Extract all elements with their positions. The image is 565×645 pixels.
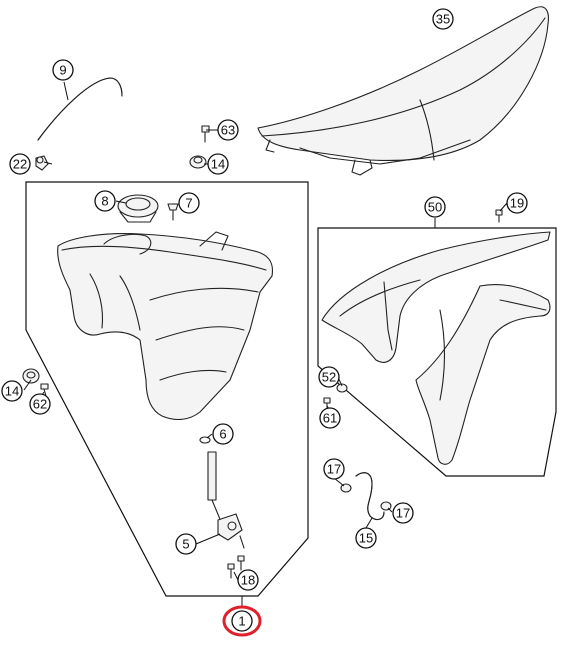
spoiler-left-part[interactable]: [321, 231, 551, 363]
callout-35[interactable]: 35: [432, 8, 454, 30]
svg-text:14: 14: [5, 384, 19, 399]
svg-text:5: 5: [182, 537, 189, 552]
elbow-fitting-part[interactable]: [35, 155, 49, 171]
svg-text:62: 62: [33, 397, 47, 412]
svg-text:22: 22: [13, 157, 27, 172]
callout-14-top[interactable]: 14: [207, 153, 229, 175]
svg-text:8: 8: [101, 194, 108, 209]
callout-18[interactable]: 18: [237, 569, 259, 591]
callout-8[interactable]: 8: [94, 190, 116, 212]
svg-text:63: 63: [221, 123, 235, 138]
fuel-hose-part[interactable]: [355, 472, 385, 521]
o-ring-6-part[interactable]: [199, 436, 211, 444]
callout-9[interactable]: 9: [52, 59, 74, 81]
callout-5[interactable]: 5: [175, 533, 197, 555]
screws-18-part[interactable]: [227, 555, 245, 579]
spoiler-group-frame: [317, 227, 557, 477]
svg-text:15: 15: [359, 531, 373, 546]
svg-text:35: 35: [436, 12, 450, 27]
screw-19-part[interactable]: [495, 209, 503, 223]
svg-text:19: 19: [510, 196, 524, 211]
fuel-tap-part[interactable]: [207, 451, 245, 549]
svg-text:14: 14: [211, 157, 225, 172]
screw-63-part[interactable]: [201, 125, 210, 143]
svg-text:7: 7: [185, 196, 192, 211]
callout-17-upper[interactable]: 17: [323, 458, 345, 480]
washer-52-part[interactable]: [336, 383, 348, 393]
callout-19[interactable]: 19: [506, 192, 528, 214]
svg-text:17: 17: [327, 462, 341, 477]
callout-63[interactable]: 63: [217, 119, 239, 141]
callout-17-lower[interactable]: 17: [392, 502, 414, 524]
svg-text:6: 6: [219, 427, 226, 442]
leader-lines: [23, 81, 508, 608]
svg-text:52: 52: [322, 370, 336, 385]
callout-7[interactable]: 7: [178, 192, 200, 214]
callout-52[interactable]: 52: [318, 366, 340, 388]
callout-50[interactable]: 50: [424, 196, 446, 218]
svg-text:1: 1: [238, 614, 245, 629]
callout-15[interactable]: 15: [355, 527, 377, 549]
vent-screw-7-part[interactable]: [167, 203, 179, 221]
callout-62[interactable]: 62: [29, 393, 51, 415]
callout-6[interactable]: 6: [212, 423, 234, 445]
fuel-tank-group-frame: [25, 181, 309, 597]
screw-62-part[interactable]: [40, 383, 49, 397]
breather-hose-part[interactable]: [37, 77, 123, 141]
svg-text:9: 9: [59, 63, 66, 78]
callout-14-left[interactable]: 14: [1, 380, 23, 402]
svg-text:17: 17: [396, 506, 410, 521]
svg-text:18: 18: [241, 573, 255, 588]
callout-1-highlight: [222, 605, 262, 637]
callout-1[interactable]: 1: [222, 605, 262, 637]
bushing-14-top-part[interactable]: [189, 155, 207, 169]
callout-61[interactable]: 61: [319, 407, 341, 429]
svg-text:61: 61: [323, 411, 337, 426]
fuel-cap-part[interactable]: [117, 194, 159, 223]
svg-text:50: 50: [428, 200, 442, 215]
bushing-14-left-part[interactable]: [22, 368, 40, 384]
spoiler-right-part[interactable]: [415, 283, 551, 465]
fuel-tank-part[interactable]: [57, 231, 274, 421]
callout-22[interactable]: 22: [9, 153, 31, 175]
seat-part[interactable]: [257, 6, 549, 176]
